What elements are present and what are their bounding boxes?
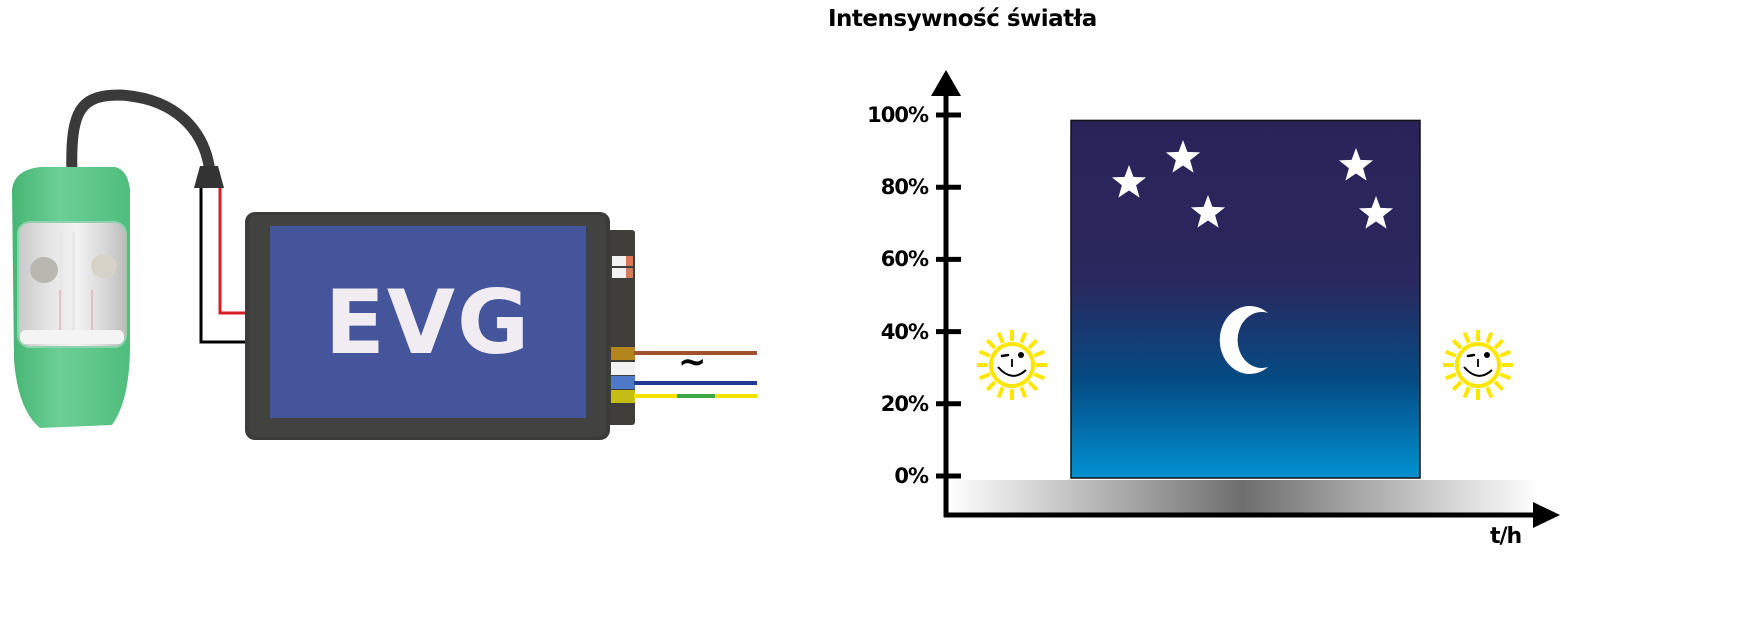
cable-plug-icon — [194, 166, 224, 188]
star-icon — [1358, 196, 1394, 229]
moon-icon — [1219, 306, 1268, 374]
lamp-wire-positive — [218, 188, 250, 315]
ac-symbol: ∼ — [678, 342, 707, 382]
lamp-cable — [66, 89, 216, 181]
y-axis-arrow — [931, 70, 961, 96]
sun-icon — [1443, 330, 1513, 400]
ballast-label: EVG — [324, 270, 532, 374]
x-axis-label: t/h — [1490, 524, 1522, 549]
y-tick-label: 40% — [880, 319, 929, 344]
sun-icon — [977, 330, 1047, 400]
chart-title: Intensywność światła — [828, 6, 1097, 32]
star-icon — [1111, 165, 1147, 198]
lamp-wire-negative — [199, 188, 250, 344]
star-icon — [1338, 148, 1374, 181]
terminal-block-icon — [611, 256, 635, 403]
lamp-icon — [12, 167, 130, 428]
y-tick-label: 80% — [880, 175, 929, 200]
night-area — [1070, 119, 1421, 479]
star-icon — [1165, 140, 1201, 173]
ground-gradient — [948, 480, 1538, 515]
ballast-box-icon — [245, 212, 635, 440]
star-icon — [1190, 195, 1226, 228]
y-tick-label: 0% — [894, 464, 929, 488]
x-axis-arrow — [1533, 502, 1560, 528]
y-tick-label: 20% — [880, 391, 929, 416]
y-tick-label: 100% — [867, 103, 929, 127]
y-tick-label: 60% — [880, 247, 929, 272]
